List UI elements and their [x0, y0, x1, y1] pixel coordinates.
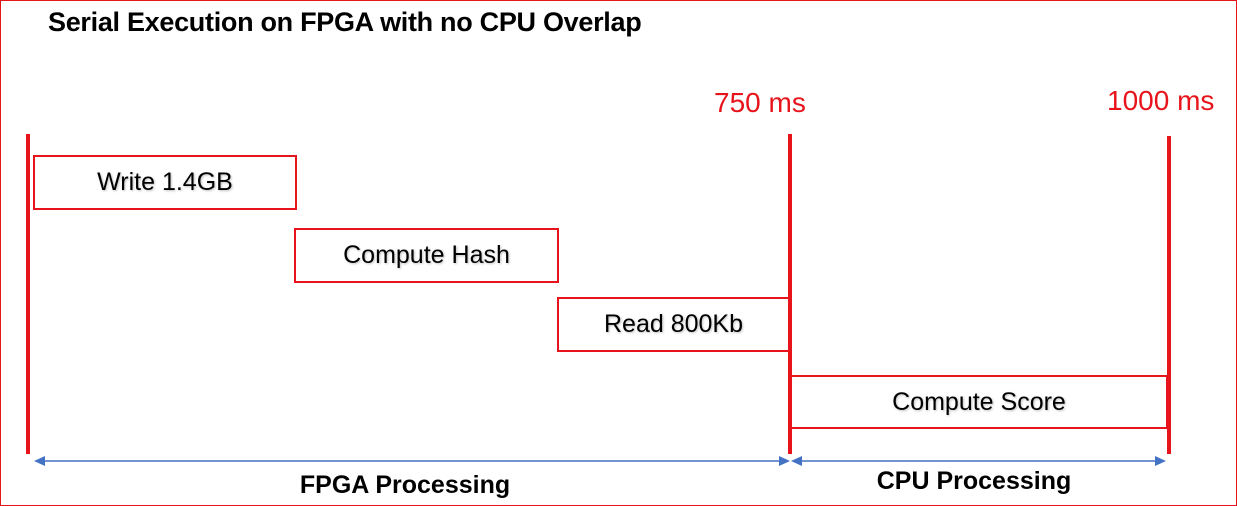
fpga-processing-label: FPGA Processing [299, 471, 511, 499]
task-compute-score: Compute Score [790, 375, 1168, 429]
diagram-title: Serial Execution on FPGA with no CPU Ove… [48, 7, 642, 37]
task-compute-hash-label: Compute Hash [343, 241, 510, 269]
start-line [26, 134, 30, 454]
line-750ms [788, 134, 792, 454]
marker-1000ms: 1000 ms [1107, 85, 1215, 116]
task-read: Read 800Kb [557, 297, 790, 352]
task-read-label: Read 800Kb [603, 310, 743, 338]
task-compute-hash: Compute Hash [294, 228, 559, 283]
line-1000ms [1167, 136, 1171, 454]
cpu-span-arrow [791, 456, 1166, 466]
cpu-processing-label: CPU Processing [876, 467, 1072, 495]
fpga-span-arrow [34, 456, 790, 466]
marker-750ms: 750 ms [714, 87, 806, 118]
task-write-label: Write 1.4GB [97, 168, 233, 196]
task-compute-score-label: Compute Score [892, 387, 1066, 416]
task-write: Write 1.4GB [33, 155, 297, 210]
